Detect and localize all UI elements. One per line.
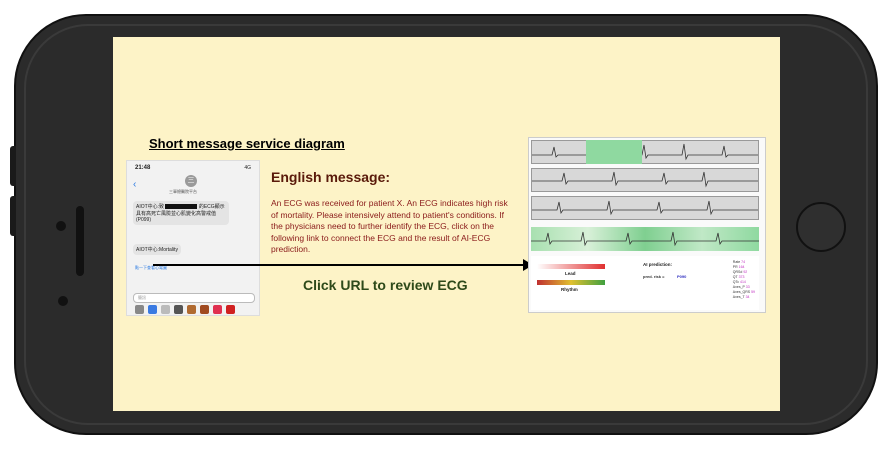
metric-name: Axes_QRS	[732, 290, 752, 294]
ecg-highlight	[586, 140, 642, 164]
metric-value: 33	[745, 285, 750, 289]
ecg-trace	[532, 171, 758, 188]
metric-row: QRSd 92	[733, 270, 755, 275]
click-url-label: Click URL to review ECG	[303, 277, 468, 293]
redaction-bar	[165, 204, 198, 210]
volume-up-button	[10, 146, 16, 186]
front-camera	[56, 221, 66, 231]
rhythm-risk-bar	[537, 280, 605, 285]
metric-name: Axes_P	[732, 285, 746, 289]
message-bubble-mortality: AIOT中心:Mortality	[133, 244, 181, 255]
lead-label: Lead	[565, 271, 576, 276]
status-network: 4G	[244, 165, 251, 171]
ecg-trace	[532, 143, 758, 161]
camera-icon[interactable]	[135, 305, 144, 314]
speaker-grille	[76, 206, 84, 276]
phone-screen: Short message service diagram 21:48 4G ‹…	[113, 37, 780, 411]
metric-name: PR	[732, 265, 739, 269]
music-icon[interactable]	[213, 305, 222, 314]
avatar: 三	[185, 175, 197, 187]
metric-value: 34	[745, 295, 750, 299]
metric-value: 92	[743, 270, 748, 274]
ecg-lead-strip	[531, 196, 759, 220]
message-input-placeholder: 簡訊	[138, 295, 146, 300]
english-message-body: An ECG was received for patient X. An EC…	[271, 198, 508, 254]
ecg-trace	[531, 231, 759, 247]
back-icon[interactable]: ‹	[133, 179, 137, 190]
sms-diagram-title: Short message service diagram	[149, 136, 345, 151]
lead-risk-bar	[537, 264, 605, 269]
audio-icon[interactable]	[174, 305, 183, 314]
sensor-dot	[58, 296, 68, 306]
ecg-lead-strip	[531, 140, 759, 164]
app-icon-row	[135, 305, 235, 314]
metric-name: QRSd	[732, 270, 744, 274]
photos-icon[interactable]	[161, 305, 170, 314]
metric-value: 373	[738, 275, 745, 279]
ai-prediction-label: AI prediction:	[643, 262, 672, 267]
memoji-icon[interactable]	[187, 305, 196, 314]
english-message-title: English message:	[271, 169, 391, 185]
metric-value: 414	[740, 280, 746, 284]
metric-value: 164	[738, 265, 745, 269]
contact-name: 三軍總醫院平台	[169, 189, 197, 194]
message-input[interactable]: 簡訊	[133, 293, 255, 303]
metric-name: Rate	[732, 260, 742, 264]
sms-screenshot: 21:48 4G ‹ 三 三軍總醫院平台 AIOT中心:致 的ECG顯示具有高死…	[126, 160, 260, 316]
metric-name: QTc	[732, 280, 740, 284]
metric-value: 74	[741, 260, 746, 264]
metric-name: Axes_T	[732, 295, 746, 299]
rhythm-label: Rhythm	[561, 287, 578, 292]
metric-row: QT 373	[733, 275, 755, 280]
sticker-icon[interactable]	[200, 305, 209, 314]
metric-value: 59	[751, 290, 755, 294]
ecg-report: Lead Rhythm AI prediction: pred. risk = …	[528, 137, 766, 313]
ecg-summary: Lead Rhythm AI prediction: pred. risk = …	[531, 256, 759, 310]
volume-down-button	[10, 196, 16, 236]
ecg-link[interactable]: 點一下查看心電圖	[135, 265, 167, 270]
metric-row: QTc 414	[733, 280, 755, 285]
ecg-trace	[532, 200, 758, 216]
ecg-lead-strip	[531, 168, 759, 192]
phone-bezel	[24, 24, 868, 425]
arrow-line	[153, 264, 523, 266]
metric-row: Axes_T 34	[733, 295, 755, 300]
metric-name: QT	[732, 275, 739, 279]
appstore-icon[interactable]	[148, 305, 157, 314]
status-time: 21:48	[135, 165, 151, 171]
metric-row: Axes_QRS 59	[733, 290, 755, 295]
ecg-rhythm-strip	[531, 227, 759, 251]
home-button[interactable]	[796, 202, 846, 252]
pred-risk-value: P090	[677, 274, 687, 279]
metric-row: Axes_P 33	[733, 285, 755, 290]
heart-icon[interactable]	[226, 305, 235, 314]
pred-risk-label: pred. risk =	[643, 274, 665, 279]
message-bubble: AIOT中心:致 的ECG顯示具有高死亡風險並心肌變化高警戒值(P099)	[133, 201, 229, 225]
metric-row: PR 164	[733, 265, 755, 270]
metric-row: Rate 74	[733, 260, 755, 265]
message-text: 的ECG顯示具有高死亡風險並心肌變化高警戒值(P099)	[136, 204, 225, 223]
message-prefix: AIOT中心:致	[136, 204, 165, 210]
